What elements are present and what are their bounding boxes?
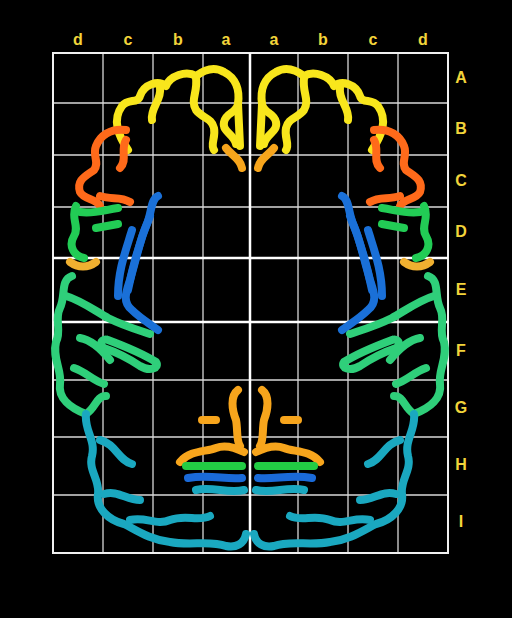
figure-stroke	[233, 390, 241, 446]
figure-stroke	[74, 368, 104, 384]
figure-stroke	[100, 440, 132, 464]
figure-stroke	[96, 224, 118, 228]
column-label: a	[270, 32, 279, 48]
figure-stroke	[238, 104, 240, 146]
figure-stroke	[130, 516, 210, 522]
column-label: b	[173, 32, 183, 48]
figure-stroke	[70, 262, 96, 267]
figure-stroke	[226, 148, 242, 168]
cortex-outline	[55, 69, 445, 546]
figure-stroke	[202, 416, 216, 424]
figure-stroke	[249, 53, 252, 553]
figure-stroke	[80, 338, 110, 360]
figure-stroke	[117, 69, 239, 150]
figure-stroke	[397, 53, 398, 553]
figure-stroke	[196, 489, 244, 491]
figure-stroke	[120, 140, 126, 168]
figure-stroke	[347, 53, 348, 553]
figure-stroke	[102, 53, 103, 553]
figure-stroke	[188, 477, 242, 479]
figure-stroke	[86, 414, 246, 547]
figure-stroke	[118, 230, 132, 296]
figure-stroke	[186, 462, 242, 470]
column-label: c	[124, 32, 133, 48]
figure-stroke	[53, 257, 448, 260]
column-label: c	[369, 32, 378, 48]
figure-stroke	[80, 208, 118, 213]
figure-stroke	[126, 196, 158, 330]
figure-stroke	[53, 53, 448, 553]
column-label: b	[318, 32, 328, 48]
column-label: a	[222, 32, 231, 48]
figure-stroke	[194, 78, 215, 150]
figure-stroke	[66, 296, 150, 334]
coordinate-grid	[53, 53, 448, 553]
row-label: E	[456, 282, 467, 298]
figure-stroke	[104, 493, 140, 500]
figure-stroke	[152, 88, 160, 120]
right-hemisphere	[254, 69, 445, 546]
figure-stroke	[180, 446, 244, 462]
row-label: G	[455, 400, 467, 416]
column-label: d	[73, 32, 83, 48]
row-label: A	[455, 70, 467, 86]
row-label: B	[455, 121, 467, 137]
row-label: F	[456, 343, 466, 359]
left-hemisphere	[55, 69, 246, 546]
row-label: H	[455, 457, 467, 473]
row-label: C	[455, 173, 467, 189]
figure-stroke	[152, 53, 153, 553]
column-label: d	[418, 32, 428, 48]
row-label: I	[459, 514, 463, 530]
row-label: D	[455, 224, 467, 240]
figure-stroke	[100, 196, 130, 202]
